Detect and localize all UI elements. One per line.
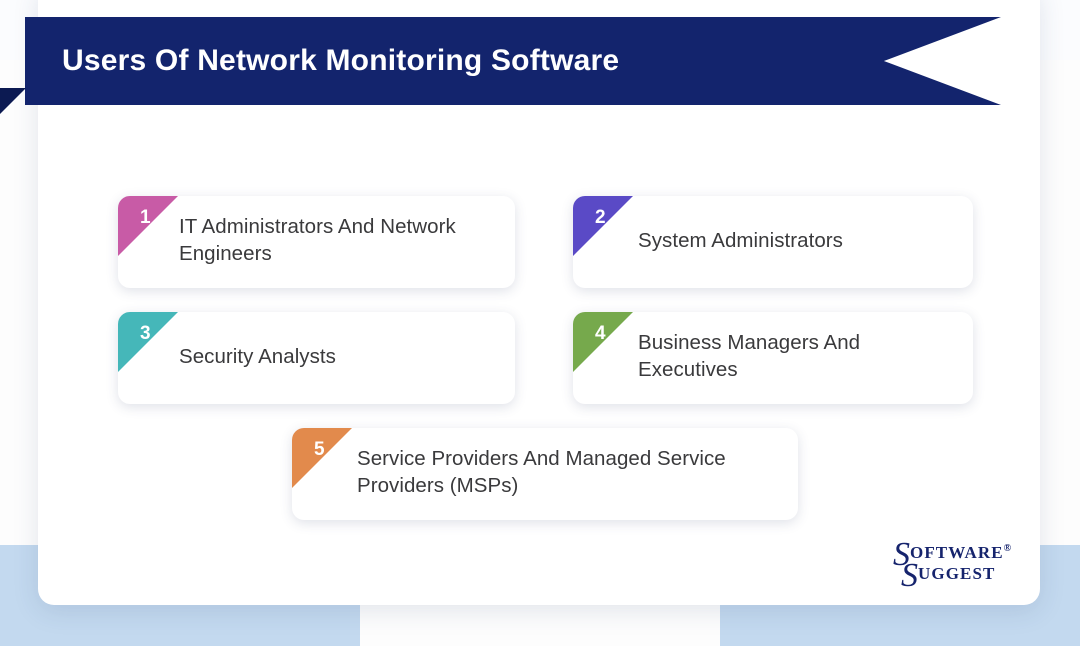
logo-initial-s-top: S (893, 536, 910, 573)
card-number-badge: 2 (573, 196, 645, 270)
card-number-label: 4 (595, 323, 606, 344)
user-type-card[interactable]: 5 Service Providers And Managed Service … (292, 428, 798, 520)
logo-initial-s-bottom: S (901, 557, 918, 594)
card-title: System Administrators (638, 229, 843, 252)
card-number-label: 2 (595, 207, 606, 228)
logo-line-software: SOFTWARE® (893, 538, 1011, 572)
ribbon-banner-shape (25, 17, 1001, 105)
card-title: Security Analysts (179, 345, 336, 368)
logo-word-software: OFTWARE (910, 543, 1004, 562)
card-title: Business Managers And Executives (638, 331, 861, 382)
card-number-label: 3 (140, 323, 151, 344)
card-number-badge: 5 (292, 428, 364, 502)
user-type-card[interactable]: 1 IT Administrators And Network Engineer… (118, 196, 515, 288)
card-number-label: 1 (140, 207, 151, 228)
card-title: IT Administrators And Network Engineers (179, 215, 456, 266)
page-title: Users Of Network Monitoring Software (62, 44, 620, 77)
logo-line-suggest: SUGGEST (901, 559, 995, 593)
registered-trademark-icon: ® (1003, 543, 1012, 554)
user-type-card[interactable]: 2 System Administrators (573, 196, 973, 288)
card-number-badge: 4 (573, 312, 645, 386)
card-title: Service Providers And Managed Service Pr… (357, 447, 726, 498)
logo-word-suggest: UGGEST (918, 564, 996, 583)
softwaresuggest-logo[interactable]: SOFTWARE® SUGGEST (893, 538, 1029, 593)
user-type-card[interactable]: 3 Security Analysts (118, 312, 515, 404)
ribbon-banner: Users Of Network Monitoring Software (25, 17, 1001, 105)
user-type-card[interactable]: 4 Business Managers And Executives (573, 312, 973, 404)
card-number-label: 5 (314, 439, 325, 460)
